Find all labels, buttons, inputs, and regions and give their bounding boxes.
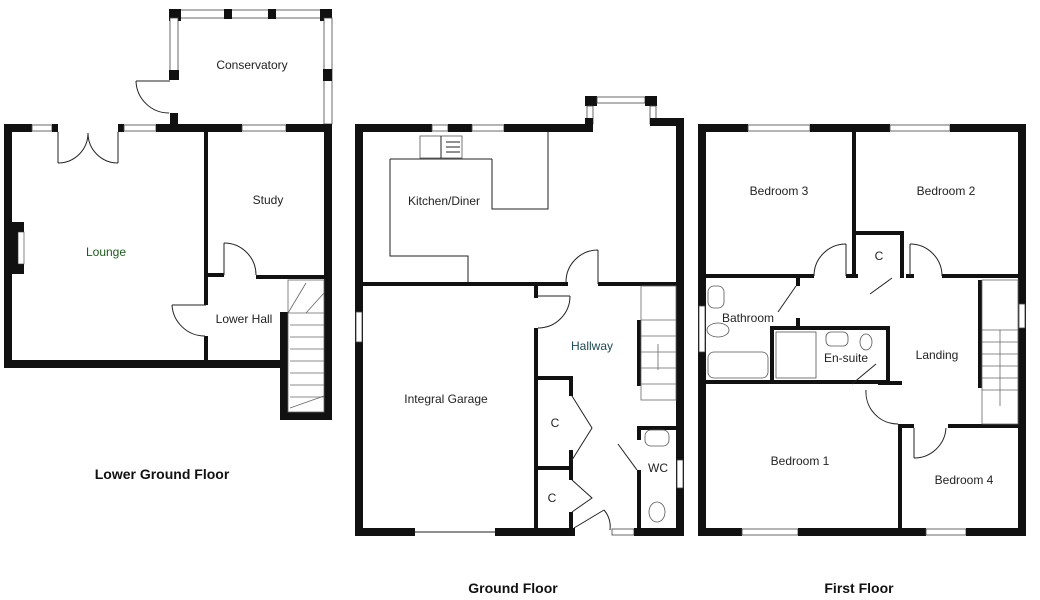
lower-ground-floor-plan [4, 9, 333, 420]
room-label-integral-garage: Integral Garage [404, 392, 488, 406]
room-label-en-suite: En-suite [824, 351, 868, 365]
floor-label-lower-ground: Lower Ground Floor [95, 466, 230, 482]
floor-label-first: First Floor [824, 580, 894, 596]
room-label-bedroom-4: Bedroom 4 [935, 473, 994, 487]
floor-label-ground: Ground Floor [468, 580, 558, 596]
room-label-bedroom-2: Bedroom 2 [917, 184, 976, 198]
room-label-cupboard-2: C [548, 491, 557, 505]
room-label-hallway: Hallway [571, 339, 613, 353]
room-label-wc: WC [648, 461, 668, 475]
room-label-lounge: Lounge [86, 245, 126, 259]
room-label-kitchen-diner: Kitchen/Diner [408, 194, 480, 208]
room-label-conservatory: Conservatory [216, 58, 287, 72]
room-label-landing: Landing [916, 348, 959, 362]
lower-stairs [287, 279, 325, 413]
room-label-cupboard-first: C [875, 249, 884, 263]
room-label-bedroom-1: Bedroom 1 [771, 454, 830, 468]
ground-floor-plan [355, 96, 684, 536]
room-label-cupboard-1: C [551, 416, 560, 430]
first-floor-plan [698, 124, 1026, 536]
room-label-study: Study [253, 193, 284, 207]
room-label-lower-hall: Lower Hall [216, 312, 273, 326]
first-stairs [981, 279, 1019, 425]
ground-stairs [640, 285, 677, 401]
room-label-bathroom: Bathroom [722, 311, 774, 325]
conservatory-room [135, 9, 333, 125]
room-label-bedroom-3: Bedroom 3 [750, 184, 809, 198]
